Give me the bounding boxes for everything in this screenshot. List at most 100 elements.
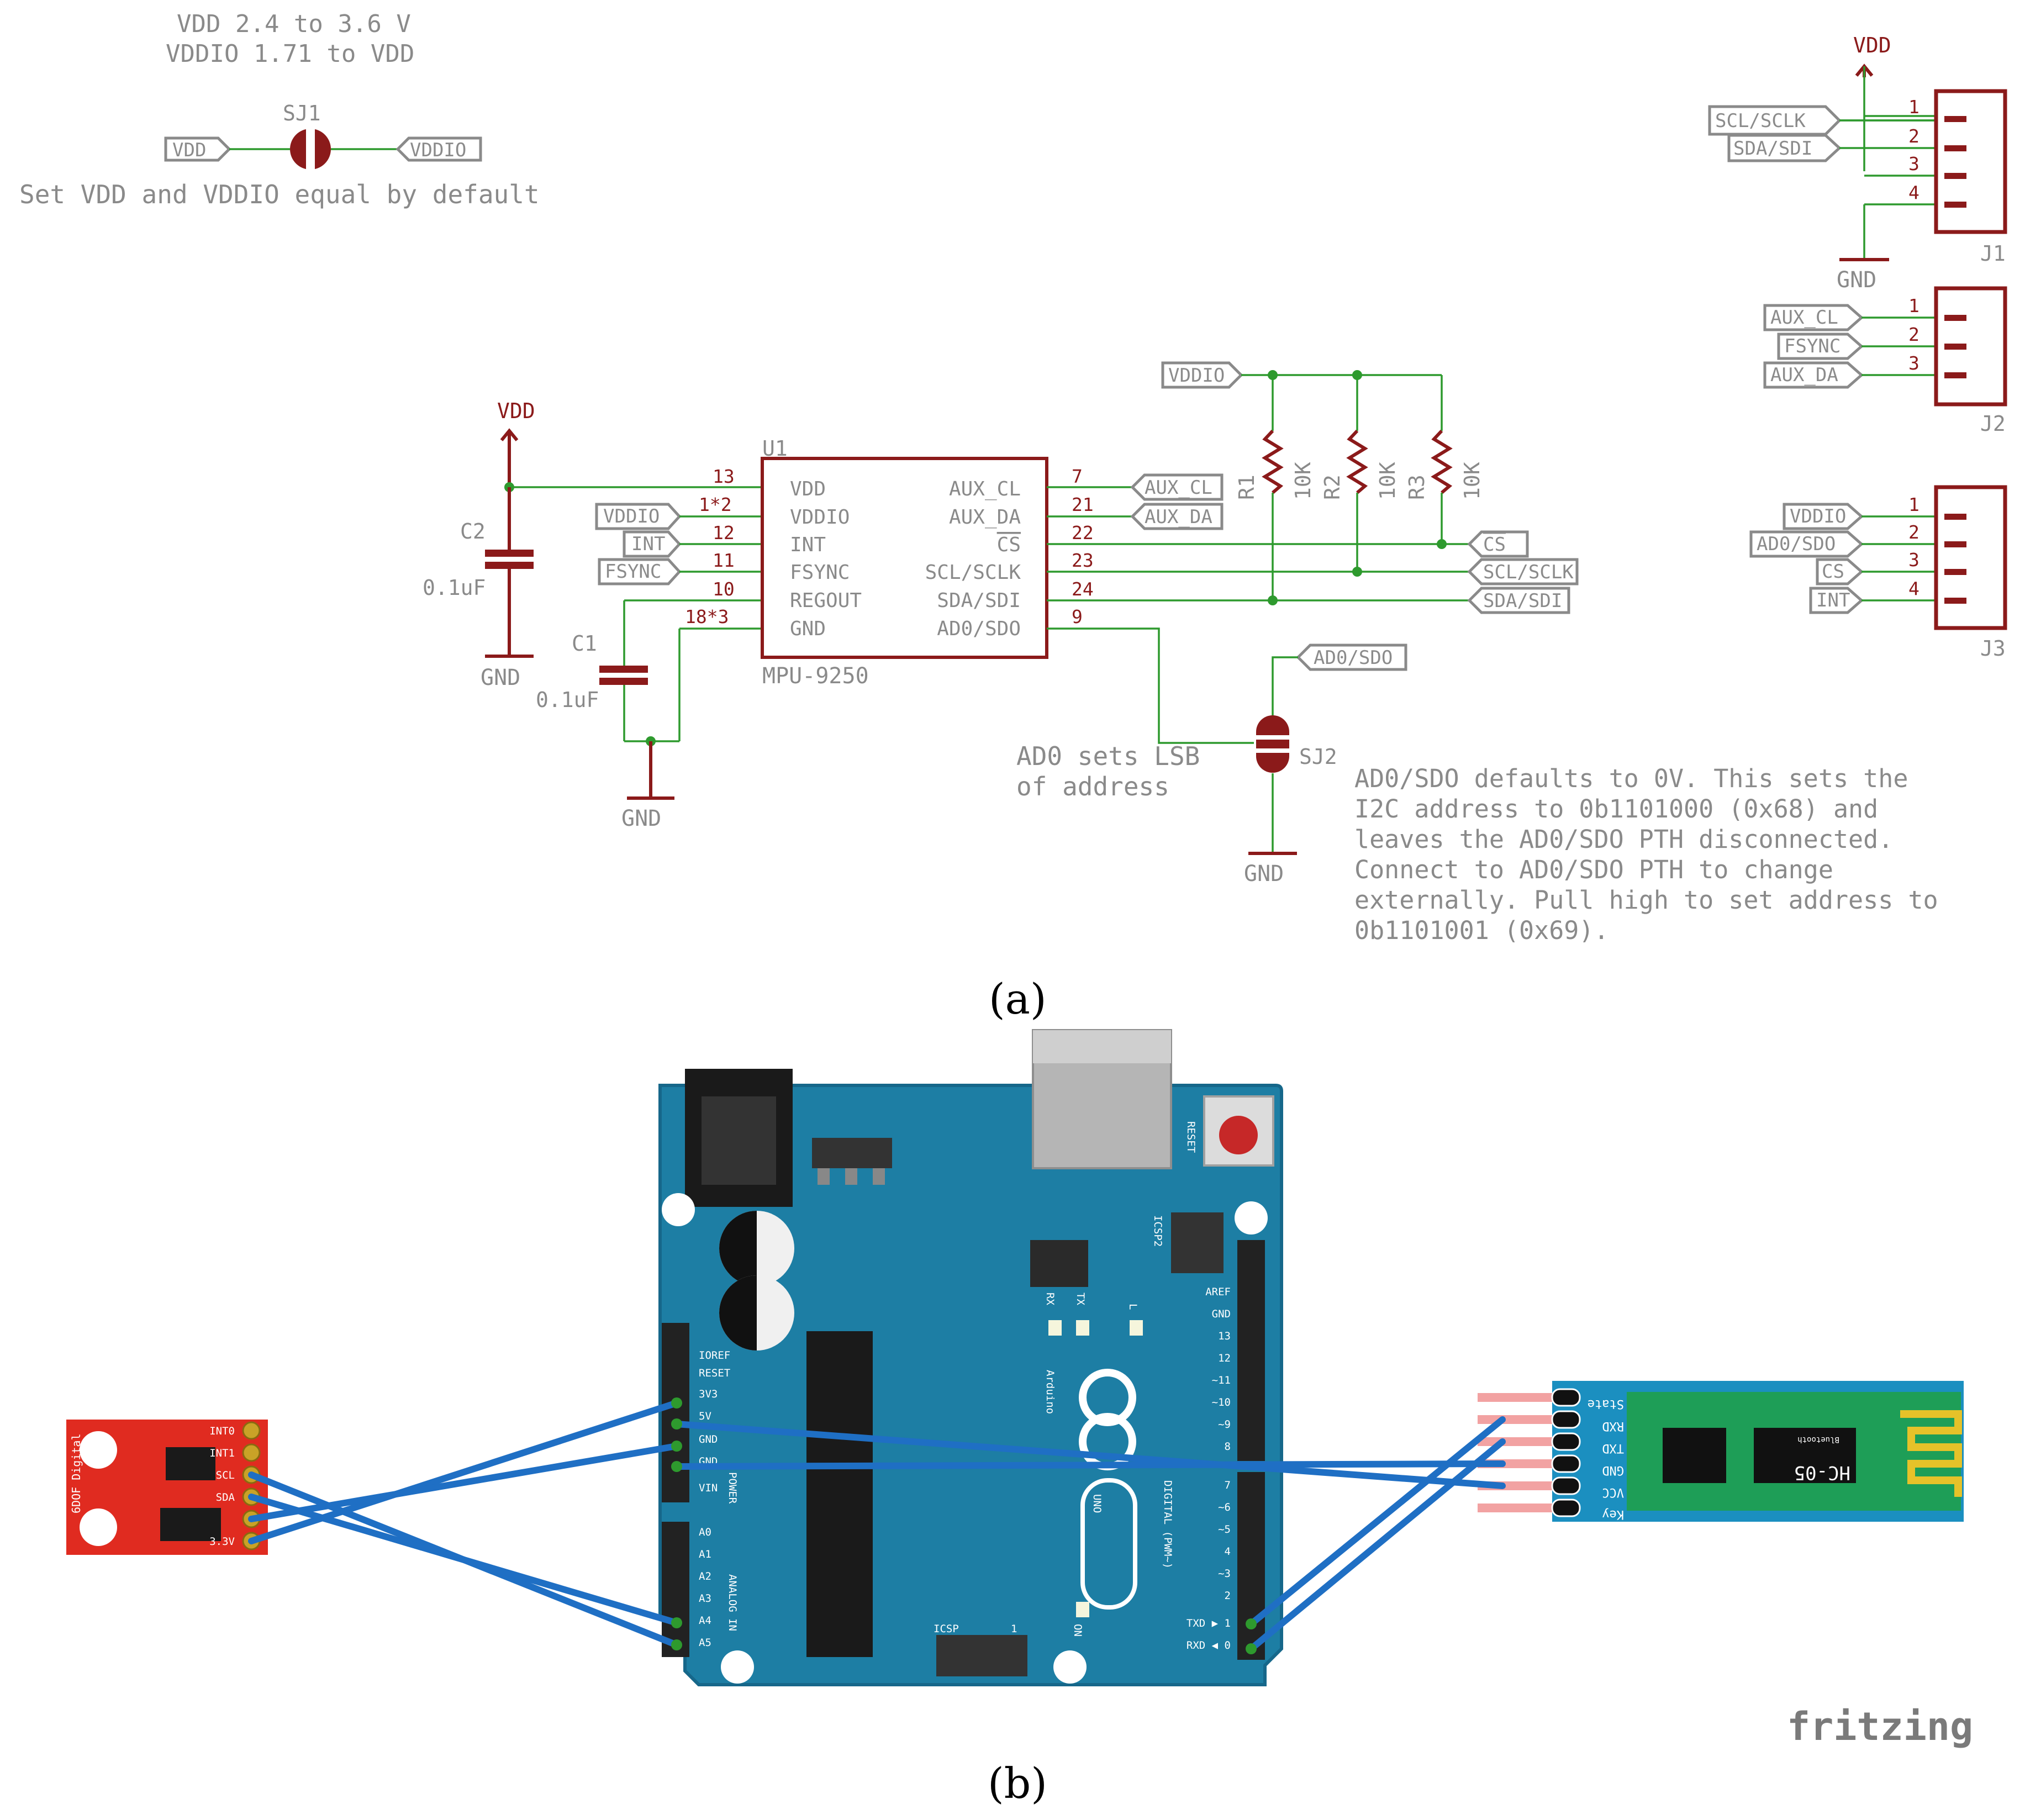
svg-text:AUX_CL: AUX_CL [1770, 307, 1838, 329]
j1-net-scl [1708, 105, 1842, 136]
svg-text:Connect to AD0/SDO PTH to chan: Connect to AD0/SDO PTH to change [1354, 855, 1833, 884]
svg-text:INT: INT [790, 534, 826, 556]
c2-value: 0.1uF [423, 576, 486, 600]
atmega-chip-icon [806, 1331, 873, 1657]
sj1-left-net: VDD [172, 139, 206, 161]
svg-text:RX: RX [1044, 1293, 1056, 1305]
svg-text:VCC: VCC [1602, 1485, 1624, 1499]
svg-text:9: 9 [1072, 606, 1083, 627]
svg-text:POWER: POWER [726, 1472, 739, 1504]
svg-text:State: State [1588, 1397, 1624, 1411]
svg-text:Key: Key [1602, 1507, 1624, 1521]
svg-text:A2: A2 [699, 1570, 711, 1582]
arduino-brand: Arduino [1044, 1370, 1056, 1414]
svg-text:FSYNC: FSYNC [790, 561, 850, 584]
gnd-label-sj2: GND [1244, 861, 1284, 887]
j1-name: J1 [1980, 241, 2006, 266]
svg-text:1: 1 [1908, 96, 1919, 118]
svg-text:~10: ~10 [1212, 1396, 1231, 1408]
svg-text:GND: GND [1602, 1463, 1624, 1477]
net-tag-sda-sdi [1467, 587, 1570, 614]
j3-name: J3 [1980, 636, 2006, 661]
svg-text:L: L [1127, 1304, 1139, 1310]
svg-text:TXD ▶ 1: TXD ▶ 1 [1186, 1617, 1231, 1629]
u1-left-pin-names: VDD VDDIO INT FSYNC REGOUT GND [790, 478, 862, 640]
svg-text:ICSP: ICSP [934, 1623, 959, 1635]
svg-text:SDA: SDA [216, 1491, 235, 1504]
svg-text:10: 10 [713, 578, 735, 600]
sensor-title: 6DOF Digital [70, 1434, 83, 1514]
svg-text:3.3V: 3.3V [209, 1536, 235, 1548]
svg-text:22: 22 [1072, 522, 1094, 544]
connector-j1: VDD SCL/SCLK SDA/SDI GND 1 2 3 4 J1 [1708, 33, 2007, 293]
net-tag-vddio-pullup [1161, 361, 1243, 389]
svg-text:2: 2 [1908, 521, 1919, 543]
wires [248, 1400, 1506, 1652]
u1-ref: U1 [762, 436, 788, 461]
gnd-label-c1: GND [621, 806, 661, 831]
u1-chip [761, 457, 1048, 659]
svg-text:I2C address to 0b1101000 (0x68: I2C address to 0b1101000 (0x68) and [1354, 794, 1878, 824]
svg-text:SCL: SCL [216, 1469, 235, 1481]
net-tag-vddio-left [595, 503, 682, 530]
net-tag-int-left [623, 530, 682, 558]
r2-value: 10K [1375, 462, 1400, 500]
power-note-line1: VDD 2.4 to 3.6 V [177, 10, 411, 38]
fritzing-watermark: fritzing [1787, 1704, 1973, 1749]
svg-text:5V: 5V [699, 1410, 711, 1422]
gnd-label-c2: GND [481, 665, 520, 690]
svg-text:AUX_CL: AUX_CL [949, 478, 1021, 500]
j1-vdd-label: VDD [1853, 33, 1891, 57]
wire-bt-rxd [1248, 1416, 1506, 1627]
svg-text:7: 7 [1225, 1479, 1231, 1491]
svg-text:GND: GND [1212, 1308, 1231, 1320]
j2-name: J2 [1980, 412, 2006, 436]
svg-text:21: 21 [1072, 494, 1094, 515]
svg-text:A1: A1 [699, 1548, 711, 1560]
svg-text:GND: GND [699, 1433, 718, 1446]
svg-text:24: 24 [1072, 578, 1094, 600]
svg-text:VDDIO: VDDIO [790, 506, 850, 529]
svg-text:CS: CS [1822, 561, 1844, 583]
svg-text:~6: ~6 [1218, 1501, 1231, 1513]
svg-text:RXD ◀ 0: RXD ◀ 0 [1186, 1639, 1231, 1652]
svg-text:1: 1 [1908, 295, 1919, 316]
svg-text:ANALOG IN: ANALOG IN [726, 1574, 739, 1631]
wire-bt-txd [1248, 1438, 1506, 1652]
svg-text:ON: ON [1072, 1624, 1084, 1637]
breadboard-panel: RESET ICSP2 RX TX L Arduino [66, 1029, 1973, 1749]
bt-sub: Bluetooth [1797, 1435, 1839, 1444]
wire-bt-gnd [673, 1460, 1506, 1470]
sj2-label: SJ2 [1299, 745, 1337, 769]
pullup-net: VDDIO [1168, 365, 1225, 387]
svg-text:3: 3 [1908, 352, 1919, 374]
svg-text:1: 1 [1011, 1623, 1017, 1635]
right-net-cs: CS [1483, 534, 1506, 556]
net-tag-vdd [164, 136, 231, 162]
u1-right-pin-numbers: 7 21 22 23 24 9 [1072, 466, 1094, 627]
svg-text:INT0: INT0 [209, 1425, 235, 1437]
ad0-note-line2: of address [1016, 772, 1169, 801]
left-net-int: INT [631, 533, 665, 555]
svg-text:~11: ~11 [1212, 1374, 1231, 1386]
r2-name: R2 [1320, 474, 1344, 500]
svg-text:12: 12 [1218, 1352, 1231, 1364]
svg-text:13: 13 [713, 466, 735, 487]
j1-net-sda [1727, 134, 1842, 162]
svg-text:AUX_DA: AUX_DA [1770, 364, 1838, 386]
net-tag-ad0-sdo [1296, 643, 1407, 671]
svg-text:VDD: VDD [790, 478, 826, 500]
r1-value: 10K [1291, 462, 1315, 500]
net-tag-vddio [395, 136, 482, 162]
svg-text:SCL/SCLK: SCL/SCLK [1715, 110, 1806, 132]
svg-text:A3: A3 [699, 1592, 711, 1605]
svg-text:~9: ~9 [1218, 1418, 1231, 1431]
svg-text:FSYNC: FSYNC [1784, 335, 1841, 357]
resistor-r1 [1262, 375, 1284, 605]
left-net-vddio: VDDIO [603, 505, 660, 527]
svg-text:3: 3 [1908, 153, 1919, 175]
svg-text:TXD: TXD [1602, 1441, 1624, 1455]
svg-text:4: 4 [1908, 578, 1919, 599]
svg-text:4: 4 [1908, 182, 1919, 203]
svg-text:VIN: VIN [699, 1482, 718, 1494]
